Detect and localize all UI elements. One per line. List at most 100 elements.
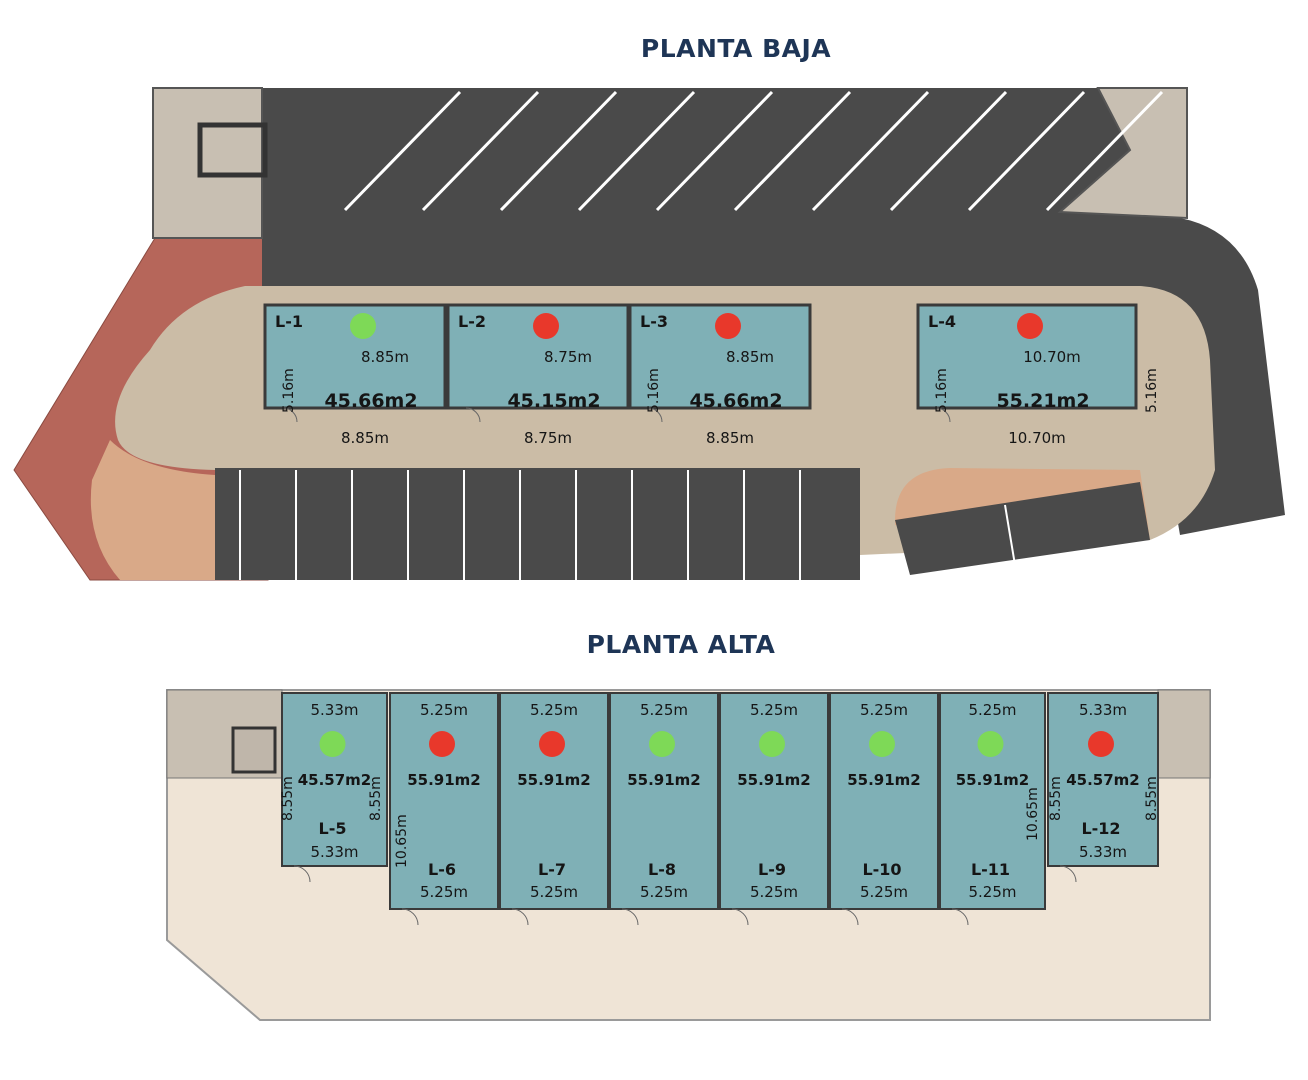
locale-box [939, 692, 1046, 910]
locale-area: 55.91m2 [847, 771, 921, 789]
parking-asphalt-bottom [215, 468, 860, 580]
locale-front: 8.85m [706, 429, 754, 447]
locale-area: 55.91m2 [627, 771, 701, 789]
parking-stripe [967, 90, 1086, 212]
locale-id: L-10 [862, 860, 901, 879]
locale-front: 8.75m [524, 429, 572, 447]
status-dot [1088, 731, 1114, 757]
door-icon [647, 407, 663, 423]
door-icon [1059, 865, 1077, 883]
right-stair-alta [1157, 689, 1211, 779]
locale-left: 8.55m [1048, 776, 1064, 821]
locale-bottom: 5.25m [968, 883, 1016, 901]
parking-stripe [421, 90, 540, 212]
planta-baja-locales: L-18.85m45.66m25.16m8.85mL-28.75m45.15m2… [263, 303, 1160, 447]
locale-id: L-6 [428, 860, 456, 879]
elevator-alta [231, 726, 277, 774]
door-icon [511, 908, 529, 926]
locale-width: 8.75m [544, 348, 592, 366]
locale-left: 10.65m [394, 814, 410, 868]
locale-id: L-2 [458, 312, 486, 331]
parking-stripe [889, 90, 1008, 212]
locale-height: 5.16m [934, 368, 950, 413]
locale-area: 45.66m2 [324, 390, 417, 412]
status-dot [350, 313, 376, 339]
locale-id: L-4 [928, 312, 956, 331]
locale-top: 5.25m [530, 701, 578, 719]
parking-stripe [577, 90, 696, 212]
locale-height-right: 5.16m [1144, 368, 1160, 413]
planta-baja-title: PLANTA BAJA [640, 34, 832, 63]
locale-top: 5.33m [1079, 701, 1127, 719]
locale-area: 45.57m2 [1066, 771, 1140, 789]
locale-bottom: 5.25m [860, 883, 908, 901]
locale-area: 45.57m2 [298, 771, 372, 789]
locale-right: 10.65m [1025, 787, 1041, 841]
locale-id: L-9 [758, 860, 786, 879]
sand-area-left [90, 440, 215, 580]
parking-stripe [499, 90, 618, 212]
parking-stripe [343, 90, 462, 212]
status-dot [869, 731, 895, 757]
left-stair-block [152, 87, 263, 239]
locale-top: 5.33m [310, 701, 358, 719]
locale-area: 55.91m2 [737, 771, 811, 789]
locale-top: 5.25m [640, 701, 688, 719]
locale-area: 55.91m2 [517, 771, 591, 789]
door-icon [951, 908, 969, 926]
locale-box [499, 692, 609, 910]
locale-height: 5.16m [281, 368, 297, 413]
parking-stripe [733, 90, 852, 212]
locale-area: 45.66m2 [689, 390, 782, 412]
locale-right: 8.55m [1144, 776, 1160, 821]
locale-bottom: 5.25m [530, 883, 578, 901]
parking-stripe [655, 90, 774, 212]
locale-bottom: 5.25m [750, 883, 798, 901]
door-icon [465, 407, 481, 423]
status-dot [533, 313, 559, 339]
parking-stripes-bottom [239, 470, 1016, 580]
left-stair-inner [197, 122, 268, 178]
status-dot [539, 731, 565, 757]
door-icon [282, 407, 298, 423]
planta-alta-title: PLANTA ALTA [586, 630, 776, 659]
locale-id: L-11 [971, 860, 1010, 879]
locale-left: 8.55m [280, 776, 296, 821]
locale-top: 5.25m [968, 701, 1016, 719]
parking-asphalt-bottom-right [895, 482, 1150, 575]
locale-box [719, 692, 829, 910]
parking-stripe [1004, 504, 1016, 566]
locale-id: L-8 [648, 860, 676, 879]
right-stair-block [1057, 87, 1188, 220]
locale-area: 55.21m2 [996, 390, 1089, 412]
locale-id: L-5 [319, 819, 347, 838]
door-icon [401, 908, 419, 926]
parking-asphalt-top [262, 88, 1285, 535]
locale-id: L-12 [1081, 819, 1120, 838]
locale-width: 8.85m [361, 348, 409, 366]
door-icon [731, 908, 749, 926]
status-dot [319, 731, 346, 757]
locale-width: 8.85m [726, 348, 774, 366]
locale-top: 5.25m [860, 701, 908, 719]
locale-box [628, 303, 812, 410]
locale-top: 5.25m [750, 701, 798, 719]
locale-id: L-3 [640, 312, 668, 331]
status-dot [429, 731, 455, 757]
status-dot [977, 731, 1004, 757]
